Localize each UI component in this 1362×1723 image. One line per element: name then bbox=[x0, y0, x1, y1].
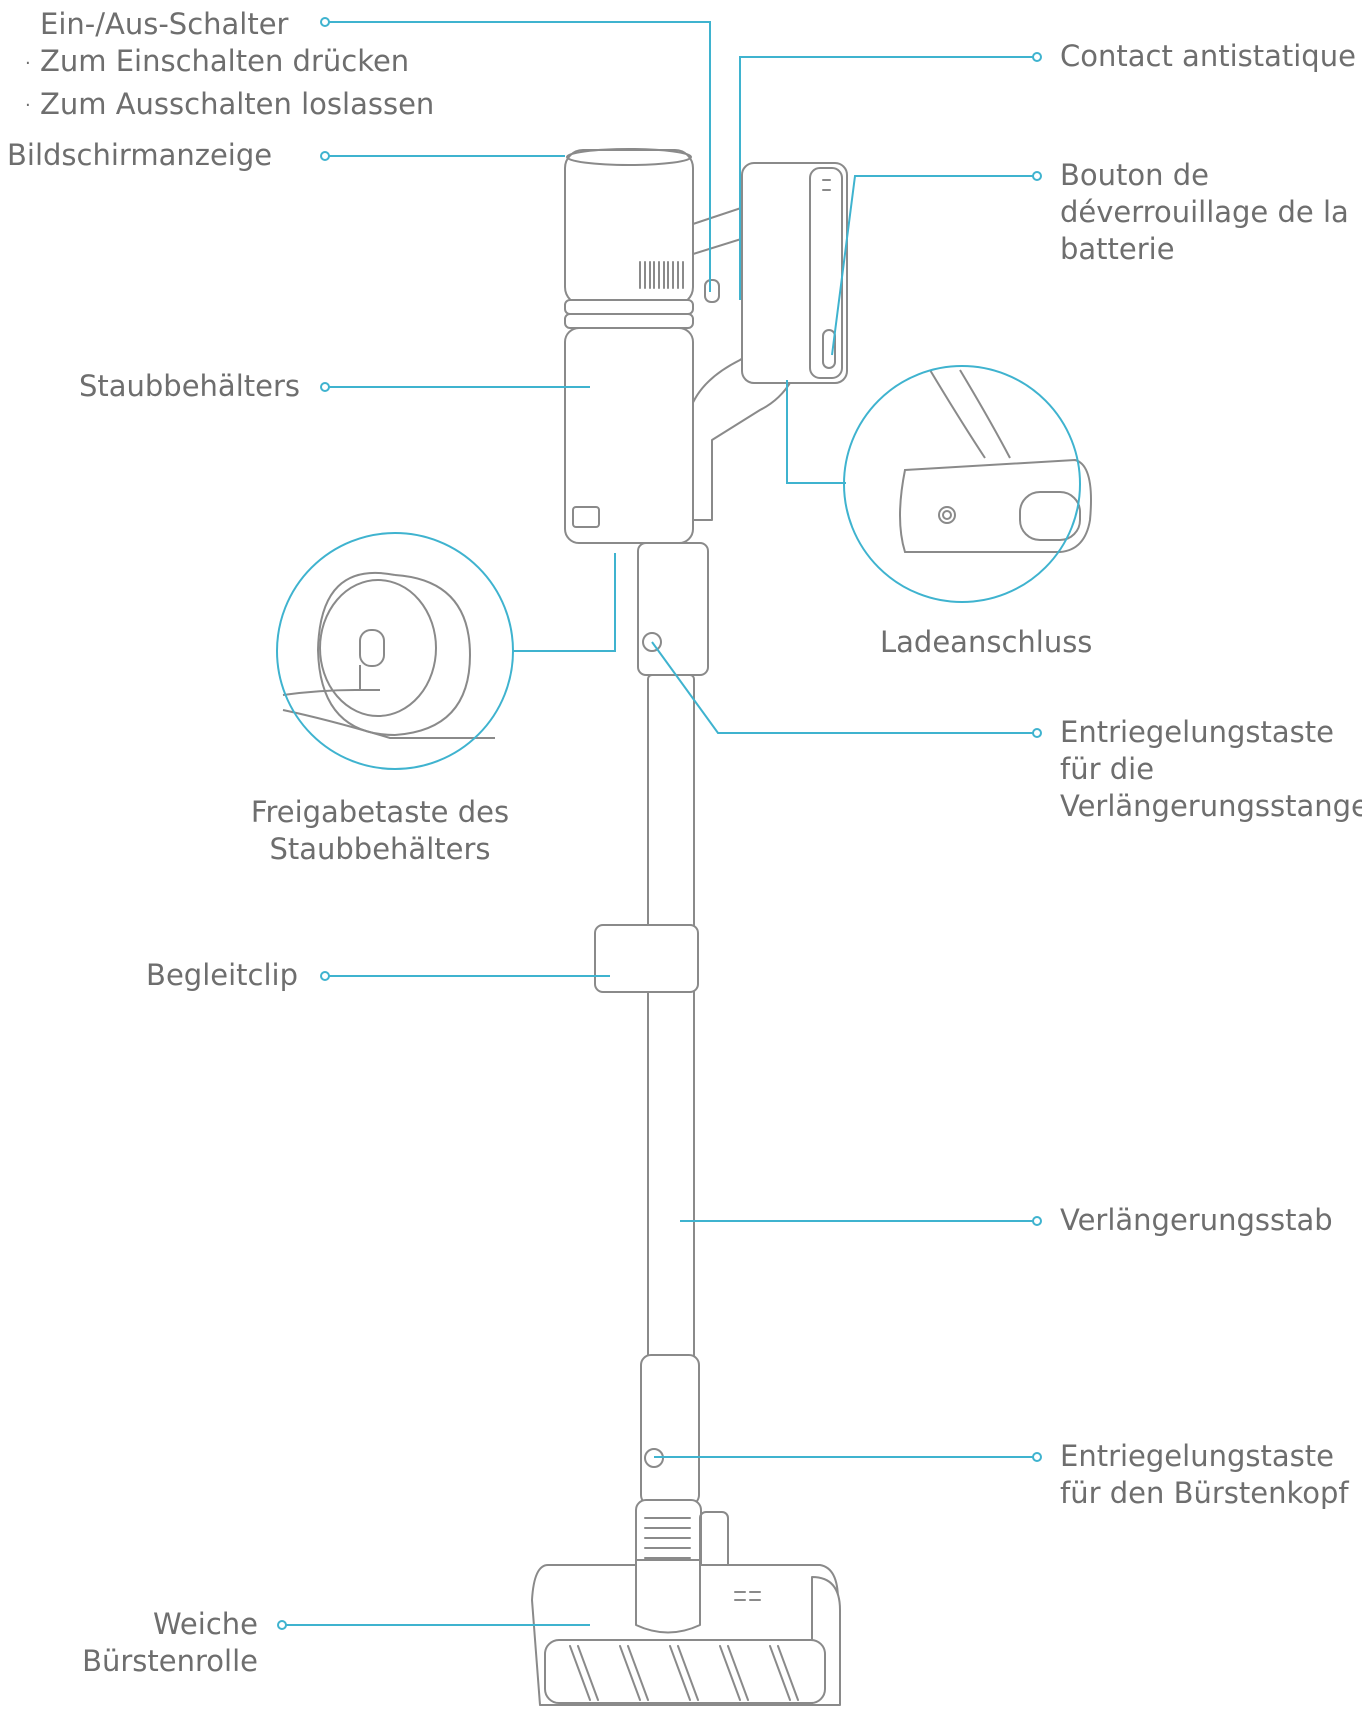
leader-power-switch bbox=[328, 21, 711, 292]
brush-neck-front bbox=[635, 1559, 701, 1634]
leader-dust-bin-release bbox=[513, 553, 616, 652]
label-dust-bin-release: Freigabetaste des Staubbehälters bbox=[250, 795, 510, 866]
dust-bin-release-circle bbox=[276, 532, 514, 770]
roller-stripes bbox=[569, 1645, 799, 1701]
ring-1 bbox=[564, 299, 694, 315]
vacuum-cleaner-drawing bbox=[531, 148, 848, 1706]
extension-rod-shape bbox=[647, 674, 695, 1366]
neck-side bbox=[699, 1511, 729, 1573]
label-battery-release: Bouton de déverrouillage de la batterie bbox=[1060, 158, 1349, 266]
head-indicator-marks bbox=[734, 1591, 761, 1601]
leader-battery-release bbox=[831, 175, 1034, 356]
label-power-switch: Ein-/Aus-Schalter ·Zum Einschalten drück… bbox=[25, 6, 434, 124]
leader-antistatic bbox=[739, 56, 1034, 300]
label-extension-release: Entriegelungstaste für die Verlängerungs… bbox=[1060, 715, 1362, 823]
ring-2 bbox=[564, 313, 694, 329]
dust-bin-latch bbox=[572, 506, 600, 528]
power-switch-bullet-1: ·Zum Einschalten drücken bbox=[25, 43, 434, 82]
label-antistatic-contact: Contact antistatique bbox=[1060, 39, 1356, 73]
battery-release-slot bbox=[822, 329, 836, 369]
bullet-dot: · bbox=[25, 52, 31, 74]
label-accessory-clip: Begleitclip bbox=[146, 958, 298, 992]
power-switch-bullet-2: ·Zum Ausschalten loslassen bbox=[25, 86, 434, 125]
leader-lines bbox=[285, 21, 1034, 1626]
barcode-lines bbox=[639, 261, 684, 289]
label-extension-rod: Verlängerungsstab bbox=[1060, 1203, 1333, 1237]
connector-block bbox=[637, 542, 709, 676]
label-brush-head-release: Entriegelungstaste für den Bürstenkopf bbox=[1060, 1439, 1349, 1510]
charging-port-detail bbox=[899, 369, 1092, 553]
label-dust-bin: Staubbehälters bbox=[78, 369, 300, 403]
label-display: Bildschirmanzeige bbox=[7, 138, 273, 172]
neck-spring bbox=[644, 1517, 691, 1559]
lower-connector bbox=[640, 1354, 700, 1506]
charging-port-circle bbox=[843, 365, 1081, 603]
dust-bin bbox=[564, 327, 694, 544]
brush-roller-shape bbox=[544, 1639, 826, 1704]
extension-release-button-shape bbox=[642, 632, 662, 652]
bullet-dot: · bbox=[25, 95, 31, 116]
power-switch-title: Ein-/Aus-Schalter bbox=[40, 7, 289, 41]
leader-end-dots bbox=[277, 17, 1042, 1630]
label-soft-roller: Weiche Bürstenrolle bbox=[82, 1607, 258, 1678]
display-top bbox=[566, 148, 692, 166]
dust-bin-release-detail bbox=[282, 571, 495, 739]
leader-extension-release bbox=[651, 641, 1034, 734]
label-charging-port: Ladeanschluss bbox=[880, 625, 1093, 659]
leader-charging-port bbox=[786, 380, 846, 484]
battery-pack bbox=[741, 162, 848, 384]
power-button bbox=[704, 279, 720, 303]
accessory-clip-shape bbox=[594, 924, 699, 993]
